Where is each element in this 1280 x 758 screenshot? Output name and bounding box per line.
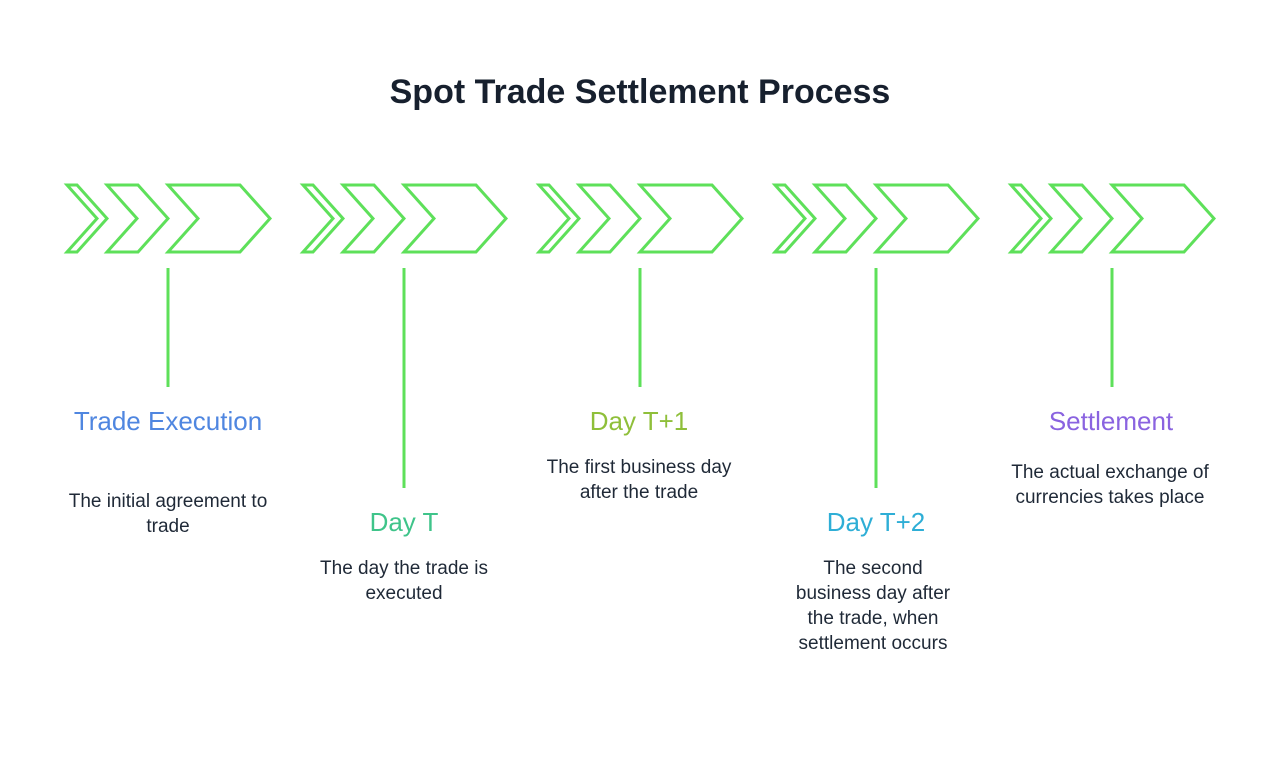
chevron-day-t-1 [299,183,346,254]
chevron-settlement-2 [1047,183,1115,254]
chevron-day-t-plus-1-1 [535,183,582,254]
chevron-trade-execution-2 [103,183,171,254]
chevron-trade-execution-1 [63,183,110,254]
chevron-settlement-3 [1108,183,1217,254]
stage-description-day-t-plus-2: The second business day after the trade,… [795,558,951,654]
chevron-trade-execution-3 [164,183,273,254]
stage-description-day-t-plus-1: The first business day after the trade [546,457,732,503]
stage-description-day-t: The day the trade is executed [320,558,488,604]
chevron-day-t-plus-2-1 [771,183,818,254]
chevron-settlement-1 [1007,183,1054,254]
stage-description-settlement: The actual exchange of currencies takes … [1011,462,1209,508]
stage-description-trade-execution: The initial agreement to trade [68,491,268,537]
chevron-day-t-plus-2-3 [872,183,981,254]
chevron-day-t-3 [400,183,509,254]
diagram-title: Spot Trade Settlement Process [389,73,891,111]
stage-title-day-t: Day T [369,507,439,537]
stage-title-trade-execution: Trade Execution [73,406,263,436]
stage-title-day-t-plus-2: Day T+2 [826,507,926,537]
chevron-day-t-plus-1-3 [636,183,745,254]
chevron-day-t-plus-1-2 [575,183,643,254]
chevron-day-t-2 [339,183,407,254]
stage-title-day-t-plus-1: Day T+1 [589,406,689,436]
stage-title-settlement: Settlement [1048,406,1174,436]
chevron-day-t-plus-2-2 [811,183,879,254]
